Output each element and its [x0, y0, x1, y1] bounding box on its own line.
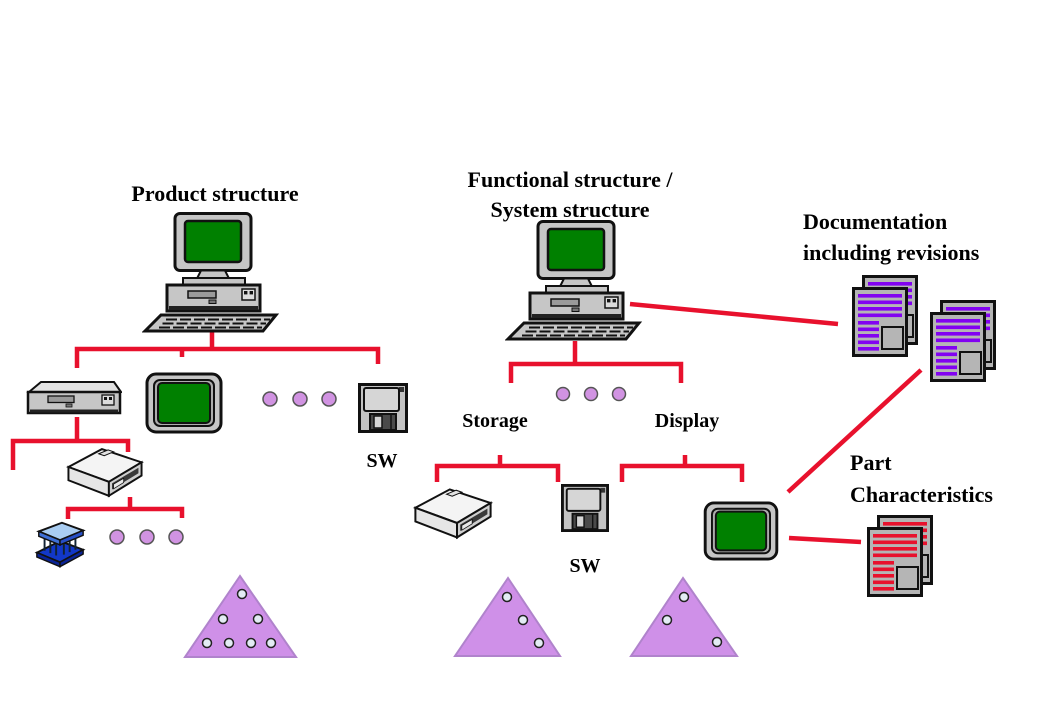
- storage-label: Storage: [462, 410, 528, 432]
- display-label: Display: [654, 410, 720, 432]
- ellipsis-dots-icon-product-level3: [109, 529, 184, 545]
- part-characteristics-title-line1: Part: [850, 450, 892, 475]
- product-tree-level2-connector: [10, 417, 131, 470]
- disk-drive-icon-storage: [414, 488, 492, 539]
- floppy-disk-icon-storage: [561, 484, 609, 532]
- system-unit-icon: [26, 380, 122, 415]
- functional-structure-title-line2: System structure: [490, 197, 650, 222]
- storage-bracket-connector: [434, 455, 561, 482]
- triangle-icon-display: [629, 576, 739, 657]
- triangle-icon-product: [183, 574, 298, 658]
- documentation-title-line1: Documentation: [803, 209, 948, 234]
- display-bracket-connector: [619, 455, 745, 482]
- ellipsis-dots-icon-functional: [555, 386, 627, 402]
- document-stack-icon-documentation-1: [854, 277, 917, 356]
- part-characteristics-title: Part Characteristics: [850, 447, 993, 511]
- chip-icon: [35, 521, 85, 568]
- functional-tree-level1-connector: [508, 341, 684, 383]
- product-tree-level3-connector: [65, 497, 185, 519]
- floppy-disk-icon-product: [358, 383, 408, 433]
- monitor-icon-display: [703, 501, 779, 561]
- functional-structure-title: Functional structure / System structure: [425, 165, 715, 225]
- documentation-title-line2: including revisions: [803, 240, 980, 265]
- product-structure-title: Product structure: [131, 181, 299, 206]
- document-stack-icon-part-characteristics: [869, 517, 932, 596]
- part-characteristics-title-line2: Characteristics: [850, 482, 993, 507]
- sw-label-functional: SW: [569, 555, 601, 577]
- ellipsis-dots-icon-product-level1: [262, 391, 337, 407]
- monitor-icon-product: [145, 372, 223, 434]
- document-stack-icon-documentation-2: [932, 302, 995, 381]
- sw-label-product: SW: [366, 450, 398, 472]
- functional-structure-title-line1: Functional structure /: [467, 167, 673, 192]
- disk-drive-icon-product: [67, 448, 143, 497]
- monitor-to-part-characteristics-link: [788, 535, 862, 545]
- documentation-title: Documentation including revisions: [803, 206, 979, 268]
- product-tree-level1-connector: [74, 331, 381, 368]
- triangle-icon-storage: [453, 576, 562, 657]
- monitor-to-documentation-link: [786, 368, 923, 494]
- computer-to-documentation-link: [629, 301, 839, 327]
- desktop-computer-icon-functional: [506, 220, 641, 341]
- desktop-computer-icon-product: [143, 212, 278, 333]
